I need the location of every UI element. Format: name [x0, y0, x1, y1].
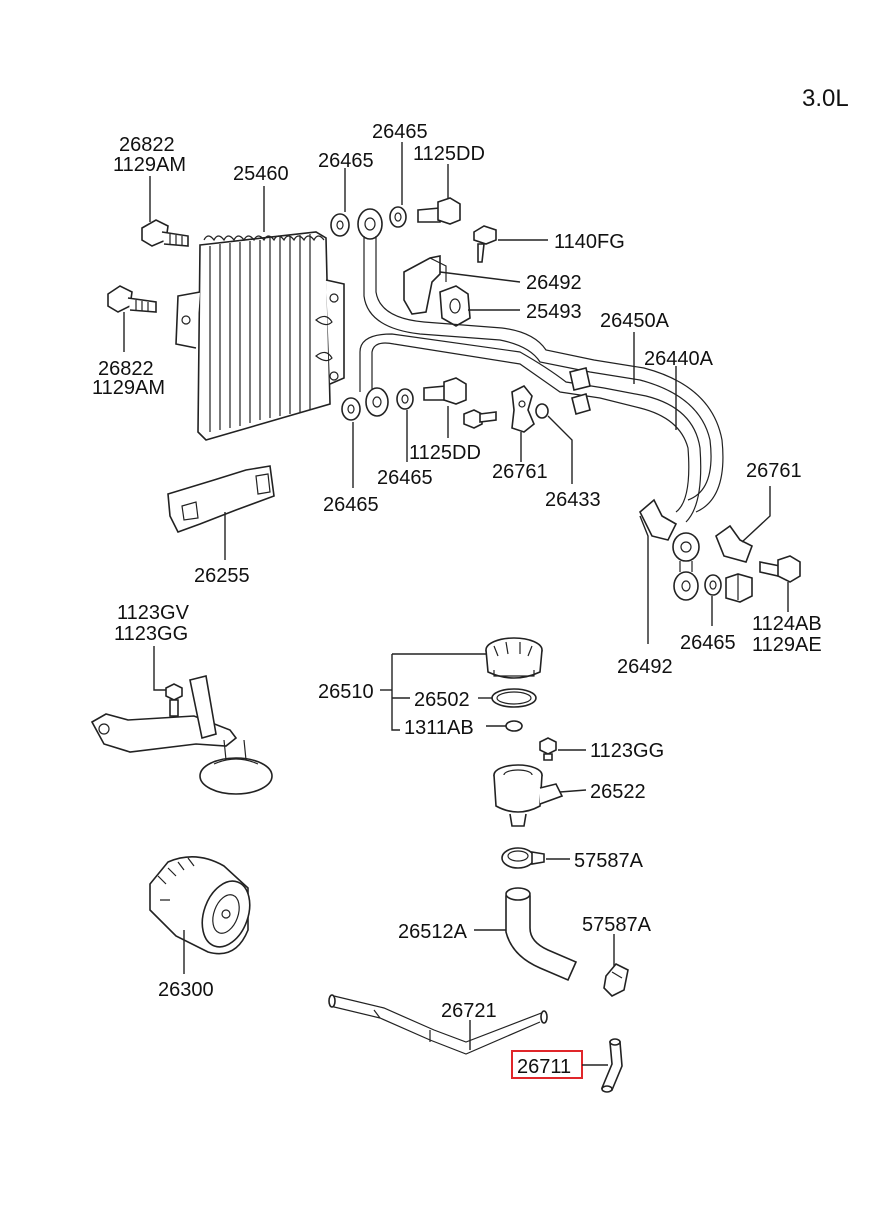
washer-26465-upper-a[interactable] [330, 213, 350, 237]
washer-26465-mid-b[interactable] [396, 388, 414, 410]
label-26711[interactable]: 26711 [517, 1056, 571, 1078]
oil-cooler-25460[interactable] [175, 231, 345, 441]
label-26502: 26502 [414, 689, 470, 711]
label-26433: 26433 [545, 489, 601, 511]
clamp-57587A-bottom[interactable] [603, 963, 629, 997]
filler-cap-26510[interactable] [485, 637, 543, 679]
oil-filler-bracket[interactable] [90, 675, 273, 795]
label-26440A: 26440A [644, 348, 714, 370]
label-1123GV: 1123GV [117, 602, 190, 624]
bolt-26822-top[interactable] [141, 219, 189, 247]
bolt-1140FG[interactable] [473, 225, 497, 263]
label-26492-bottom: 26492 [617, 656, 673, 678]
label-57587A-top: 57587A [574, 850, 644, 872]
hose-26512A[interactable] [505, 887, 578, 982]
oil-filter-26300[interactable] [149, 856, 258, 955]
label-1125DD-mid: 1125DD [409, 442, 481, 464]
label-26450A: 26450A [600, 310, 670, 332]
label-1125DD-top: 1125DD [413, 143, 485, 165]
label-1311AB: 1311AB [404, 717, 474, 739]
label-1123GG-mid: 1123GG [590, 740, 664, 762]
bracket-26492-bottom[interactable] [639, 498, 678, 541]
label-1123GG-top: 1123GG [114, 623, 188, 645]
bolt-small-mid[interactable] [463, 409, 497, 429]
nut-26433[interactable] [535, 403, 549, 419]
label-1140FG: 1140FG [554, 231, 625, 253]
eye-fitting-upper[interactable] [357, 208, 383, 240]
label-57587A-bottom: 57587A [582, 914, 652, 936]
label-25460: 25460 [233, 163, 289, 185]
gasket-26502[interactable] [491, 688, 537, 708]
washer-26465-upper-b[interactable] [389, 206, 407, 228]
hose-26721[interactable] [328, 994, 548, 1055]
label-26492-top: 26492 [526, 272, 582, 294]
label-26761-right: 26761 [746, 460, 802, 482]
clamp-57587A-top[interactable] [501, 847, 545, 869]
clamp-26761-mid[interactable] [511, 384, 535, 433]
label-25493: 25493 [526, 301, 582, 323]
hose-26711[interactable] [600, 1038, 623, 1093]
bracket-26255[interactable] [167, 465, 275, 533]
label-26761-mid: 26761 [492, 461, 548, 483]
label-26465-c: 26465 [377, 467, 433, 489]
label-26465-b: 26465 [372, 121, 428, 143]
label-1129AE: 1129AE [752, 634, 822, 656]
label-26510: 26510 [318, 681, 374, 703]
washer-26465-mid-a[interactable] [341, 397, 361, 421]
bracket-26492-top[interactable] [403, 255, 447, 315]
cooler-hose-26440A[interactable] [359, 333, 702, 523]
label-26465-a: 26465 [318, 150, 374, 172]
engine-label: 3.0L [802, 85, 849, 112]
bolt-1125DD-mid[interactable] [423, 377, 467, 405]
label-26522: 26522 [590, 781, 646, 803]
bolt-1123GG-mid[interactable] [539, 737, 557, 761]
label-26465-d: 26465 [323, 494, 379, 516]
label-26255: 26255 [194, 565, 250, 587]
label-1129AM-bottom: 1129AM [92, 377, 165, 399]
clamp-25493[interactable] [439, 285, 471, 327]
label-1124AB: 1124AB [752, 613, 822, 635]
label-26822-bottom: 26822 [98, 358, 154, 380]
eye-fitting-right[interactable] [672, 532, 700, 601]
bolt-1123GV[interactable] [165, 683, 183, 717]
filler-neck-26522[interactable] [493, 764, 564, 827]
bolt-right-fitting[interactable] [725, 573, 753, 603]
label-26300: 26300 [158, 979, 214, 1001]
cooler-hose-26450A[interactable] [363, 236, 724, 513]
bolt-1124AB[interactable] [759, 555, 801, 583]
nut-1311AB[interactable] [505, 720, 523, 732]
eye-fitting-lower[interactable] [365, 387, 389, 417]
label-1129AM-top: 1129AM [113, 154, 186, 176]
label-26721: 26721 [441, 1000, 497, 1022]
bolt-26822-bottom[interactable] [107, 285, 157, 313]
label-26465-e: 26465 [680, 632, 736, 654]
washer-26465-right[interactable] [704, 574, 722, 596]
bolt-1125DD-upper[interactable] [417, 197, 461, 225]
label-26822-top: 26822 [119, 134, 175, 156]
label-26512A: 26512A [398, 921, 468, 943]
clamp-26761-right[interactable] [715, 524, 754, 563]
